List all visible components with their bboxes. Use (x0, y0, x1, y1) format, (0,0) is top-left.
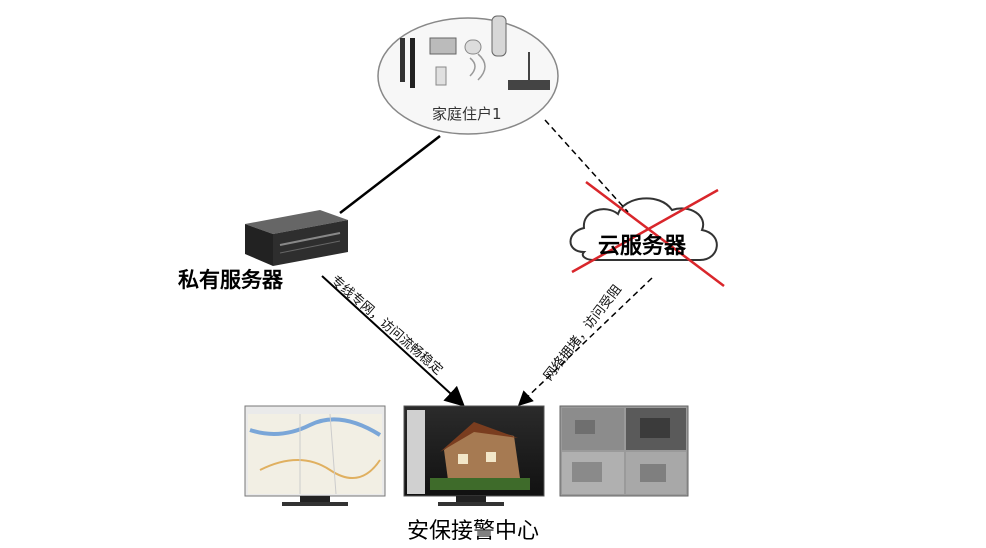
cloud-icon (569, 197, 718, 261)
alarm-box-icon (429, 37, 457, 55)
private-to-center-arrow (321, 275, 465, 407)
home-to-cloud-line (544, 119, 629, 213)
sensor-bar-icon (410, 38, 415, 88)
cloud-to-center-arrow (517, 277, 653, 407)
home-devices (400, 15, 550, 90)
keypad-icon (435, 66, 447, 86)
home-label: 家庭住户1 (432, 105, 502, 123)
security-center-label: 安保接警中心 (407, 519, 540, 544)
home-to-private-line (339, 135, 441, 214)
monitor-house (403, 405, 545, 506)
private-server-label: 私有服务器 (178, 268, 283, 292)
private-server-icon (245, 210, 348, 266)
monitor-map (244, 405, 386, 506)
cloud-server-label: 云服务器 (598, 234, 687, 259)
cross-icon (571, 181, 725, 287)
gateway-icon (508, 80, 550, 90)
camera-icon (491, 15, 507, 57)
monitor-cameras (559, 405, 689, 497)
home-ellipse (377, 17, 559, 135)
sensor-bar-icon (400, 38, 405, 82)
wifi-icon (469, 53, 486, 81)
detector-icon (464, 39, 482, 55)
